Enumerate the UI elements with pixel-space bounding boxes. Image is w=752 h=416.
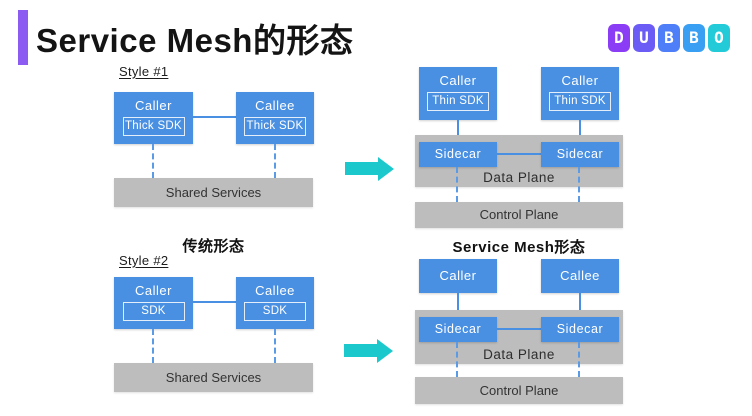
mesh-top-caller1-box: Caller Thin SDK [419, 67, 497, 120]
thin-sdk-box: Thin SDK [549, 92, 611, 111]
mesh-top-caller2-box: Caller Thin SDK [541, 67, 619, 120]
style1-caller-box: Caller Thick SDK [114, 92, 193, 144]
thick-sdk-box: Thick SDK [244, 117, 306, 136]
connector-line [579, 293, 581, 317]
connector-line [579, 120, 581, 142]
sidecar-box: Sidecar [419, 317, 497, 342]
callee-label: Callee [255, 98, 295, 113]
dashed-link-line [152, 329, 154, 363]
connector-line [457, 120, 459, 142]
mesh-bottom-callee-box: Callee [541, 259, 619, 293]
shared-services-bar: Shared Services [114, 178, 313, 207]
dashed-link-line [274, 144, 276, 178]
arrow-right-icon [345, 157, 394, 181]
dashed-link-line [578, 167, 580, 202]
dashed-link-line [274, 329, 276, 363]
dubbo-logo-letter: D [608, 24, 630, 52]
dashed-link-line [152, 144, 154, 178]
sdk-box: SDK [244, 302, 306, 321]
dashed-link-line [578, 342, 580, 377]
connector-line [497, 328, 541, 330]
style1-label: Style #1 [119, 64, 169, 79]
thick-sdk-box: Thick SDK [122, 117, 185, 136]
page-title: Service Mesh的形态 [36, 22, 354, 59]
connector-line [193, 116, 236, 118]
mesh-caption: Service Mesh形态 [452, 239, 586, 256]
style2-caller-box: Caller SDK [114, 277, 193, 329]
caller-label: Caller [135, 98, 172, 113]
sdk-box: SDK [122, 302, 185, 321]
control-plane-bar: Control Plane [415, 377, 623, 404]
control-plane-bar: Control Plane [415, 202, 623, 228]
arrow-right-icon [344, 339, 393, 363]
shared-services-bar: Shared Services [114, 363, 313, 392]
mesh-bottom-caller-box: Caller [419, 259, 497, 293]
caller-label: Caller [561, 73, 599, 88]
sidecar-box: Sidecar [541, 317, 619, 342]
arrow-body [345, 162, 378, 175]
style2-callee-box: Callee SDK [236, 277, 314, 329]
dubbo-logo-letter: O [708, 24, 730, 52]
dashed-link-line [456, 342, 458, 377]
thin-sdk-box: Thin SDK [427, 92, 489, 111]
dubbo-logo: D U B B O [608, 24, 730, 52]
data-plane-label: Data Plane [483, 170, 555, 185]
dubbo-logo-letter: U [633, 24, 655, 52]
connector-line [193, 301, 236, 303]
data-plane-label: Data Plane [483, 347, 555, 362]
arrow-head [377, 339, 393, 363]
title-accent-bar [18, 10, 28, 65]
style1-callee-box: Callee Thick SDK [236, 92, 314, 144]
caller-label: Caller [439, 73, 477, 88]
dashed-link-line [456, 167, 458, 202]
connector-line [457, 293, 459, 317]
style2-label: Style #2 [119, 253, 169, 268]
arrow-head [378, 157, 394, 181]
connector-line [497, 153, 541, 155]
caller-label: Caller [135, 283, 172, 298]
dubbo-logo-letter: B [658, 24, 680, 52]
callee-label: Callee [255, 283, 295, 298]
sidecar-box: Sidecar [541, 142, 619, 167]
arrow-body [344, 344, 377, 357]
dubbo-logo-letter: B [683, 24, 705, 52]
traditional-caption: 传统形态 [182, 238, 245, 255]
sidecar-box: Sidecar [419, 142, 497, 167]
